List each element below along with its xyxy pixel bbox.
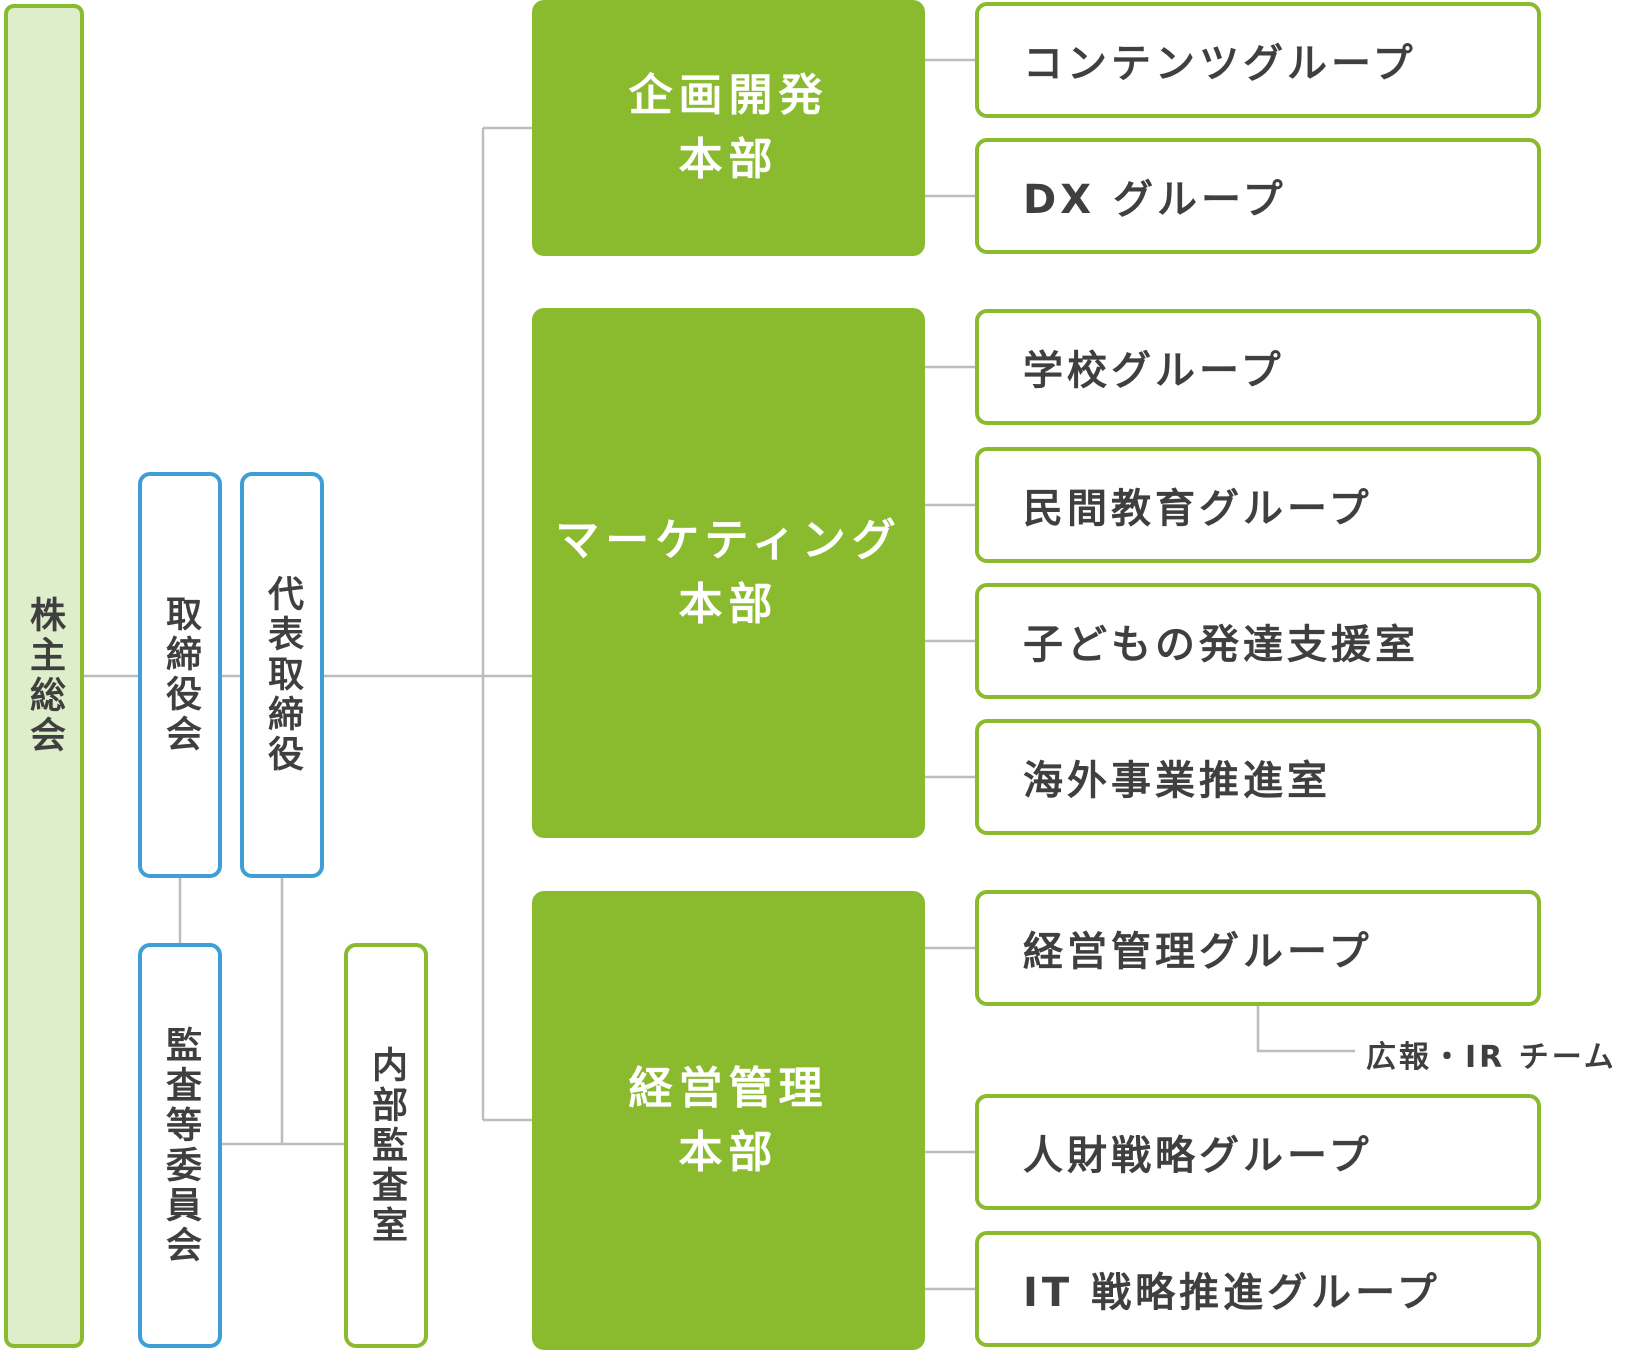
audit-committee-box: 監査等委員会 (138, 943, 222, 1348)
division-name-line1: 企画開発 (628, 70, 829, 121)
division-name-line2: 本部 (678, 579, 779, 630)
group-label: DX グループ (1023, 177, 1287, 223)
group-label: 海外事業推進室 (1023, 758, 1331, 804)
group-box: 海外事業推進室 (975, 719, 1541, 835)
group-box: 民間教育グループ (975, 447, 1541, 563)
division-name-line1: マーケティング (555, 515, 902, 566)
group-box: 子どもの発達支援室 (975, 583, 1541, 699)
representative-director-box: 代表取締役 (240, 472, 324, 878)
division-name-line1: 経営管理 (628, 1062, 829, 1114)
team-label: 広報・IR チーム (1366, 1040, 1617, 1075)
internal-audit-office-label: 内部監査室 (366, 1045, 407, 1246)
division-planning-development: 企画開発 本部 (532, 0, 925, 256)
shareholders-meeting-label: 株主総会 (24, 596, 65, 756)
group-box: IT 戦略推進グループ (975, 1231, 1541, 1347)
representative-director-label: 代表取締役 (262, 575, 303, 775)
group-label: 学校グループ (1023, 348, 1285, 394)
shareholders-meeting-box: 株主総会 (4, 4, 84, 1348)
group-box: コンテンツグループ (975, 2, 1541, 118)
internal-audit-office-box: 内部監査室 (344, 943, 428, 1348)
group-label: 子どもの発達支援室 (1023, 622, 1419, 668)
board-of-directors-box: 取締役会 (138, 472, 222, 878)
group-label: IT 戦略推進グループ (1023, 1270, 1441, 1316)
group-box: DX グループ (975, 138, 1541, 254)
group-box: 経営管理グループ (975, 890, 1541, 1006)
division-management: 経営管理 本部 (532, 891, 925, 1350)
board-of-directors-label: 取締役会 (160, 595, 201, 755)
group-box: 学校グループ (975, 309, 1541, 425)
division-name-line2: 本部 (678, 134, 779, 185)
group-label: 人財戦略グループ (1023, 1133, 1373, 1179)
group-label: 経営管理グループ (1023, 929, 1373, 975)
division-marketing: マーケティング 本部 (532, 308, 925, 838)
audit-committee-label: 監査等委員会 (160, 1025, 201, 1266)
division-name-line2: 本部 (678, 1126, 779, 1178)
group-box: 人財戦略グループ (975, 1094, 1541, 1210)
group-label: 民間教育グループ (1023, 486, 1373, 532)
group-label: コンテンツグループ (1023, 41, 1417, 87)
